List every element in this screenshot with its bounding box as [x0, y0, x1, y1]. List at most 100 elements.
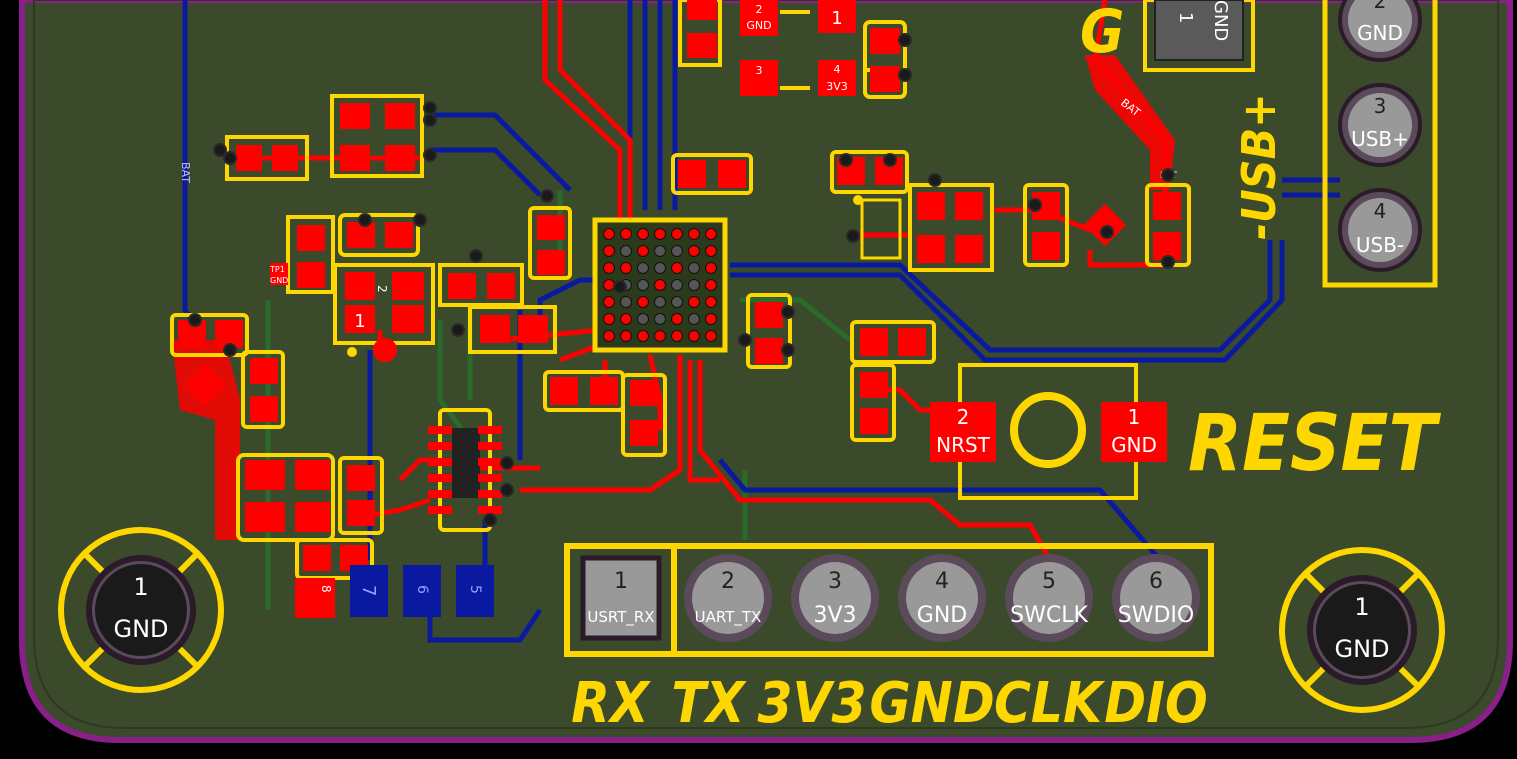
via	[188, 313, 202, 327]
reset-pad-nrst	[930, 402, 996, 462]
back-pad-7: 7	[358, 585, 379, 596]
header-pin-pad	[692, 562, 764, 634]
bga-ball	[603, 279, 615, 291]
bga-ball	[671, 296, 683, 308]
reg-pad-2	[740, 0, 778, 36]
header-pin-pad	[1013, 562, 1085, 634]
bga-ball	[688, 245, 700, 257]
tp-gnd-label: GND	[270, 276, 288, 285]
bga-ball	[603, 228, 615, 240]
mounting-hole-right[interactable]: 1 GND	[1279, 547, 1445, 713]
header-pin-num: 5	[1042, 569, 1056, 594]
via	[928, 173, 942, 187]
header-pin-pad	[1120, 562, 1192, 634]
hole-right-num: 1	[1354, 593, 1369, 621]
back-ic-label: 8	[319, 585, 333, 593]
reg-pad-1-num: 1	[831, 8, 842, 29]
bga-ball	[671, 245, 683, 257]
reset-switch[interactable]: 2 NRST 1 GND	[930, 363, 1167, 500]
via	[413, 213, 427, 227]
nrst-passives[interactable]	[850, 320, 936, 442]
bga-ball	[654, 279, 666, 291]
via	[781, 343, 795, 357]
bga-ball	[603, 262, 615, 274]
reg-pad-4-num: 4	[834, 63, 841, 76]
usb-header[interactable]: 2 GND 3 USB+ 4 USB-	[1322, 0, 1438, 288]
bga-ball	[654, 262, 666, 274]
header-pin-pad	[799, 562, 871, 634]
via	[883, 153, 897, 167]
header-pin-name: GND	[917, 603, 967, 628]
reset-pad-gnd-name: GND	[1111, 433, 1157, 457]
usb-pin-1-num: 2	[1374, 0, 1387, 13]
net-label-bat-left: BAT	[179, 162, 192, 183]
crystal-area[interactable]	[830, 150, 1191, 272]
header-pin-num: 1	[614, 569, 628, 594]
reg-pad-3-num: 3	[756, 64, 763, 77]
bga-ball	[688, 313, 700, 325]
bga-ball	[688, 262, 700, 274]
back-pads[interactable]: 7 6 5	[350, 565, 494, 617]
header-pin-name: 3V3	[813, 603, 856, 628]
bga-ball	[603, 313, 615, 325]
bga-ball	[620, 262, 632, 274]
bga-ball	[654, 330, 666, 342]
via	[846, 229, 860, 243]
reg-pad-2-num: 2	[756, 3, 763, 16]
reset-pad-nrst-num: 2	[957, 405, 970, 429]
bga-ball	[603, 245, 615, 257]
via	[738, 333, 752, 347]
bga-ball	[705, 313, 717, 325]
top-regulator[interactable]: 2 GND 1 3 4 3V3	[678, 0, 907, 99]
bga-ball	[688, 279, 700, 291]
via	[358, 213, 372, 227]
mounting-hole-left[interactable]: 1 GND	[58, 527, 224, 693]
bga-ball	[671, 262, 683, 274]
header-pin-name: SWCLK	[1010, 603, 1088, 628]
mcu-bga[interactable]	[528, 153, 792, 457]
via	[781, 305, 795, 319]
via	[1161, 255, 1175, 269]
via	[1161, 168, 1175, 182]
via	[469, 249, 483, 263]
battery-connector[interactable]: 1 GND	[1143, 0, 1255, 72]
board-substrate	[19, 0, 1513, 743]
via	[223, 151, 237, 165]
bga-ball	[637, 228, 649, 240]
silk-label-3v3: 3V3	[757, 671, 866, 736]
bga-ball	[637, 313, 649, 325]
bga-ball	[620, 245, 632, 257]
bga-ball	[688, 228, 700, 240]
header-pin-num: 3	[828, 569, 842, 594]
bga-ball	[705, 296, 717, 308]
via	[223, 343, 237, 357]
small-comp-num-2: 2	[375, 285, 389, 293]
via	[500, 456, 514, 470]
bga-ball	[671, 313, 683, 325]
header-pin-num: 4	[935, 569, 949, 594]
tp-label: TP1	[269, 265, 285, 274]
via	[898, 68, 912, 82]
via	[423, 148, 437, 162]
bga-ball	[688, 296, 700, 308]
bga-ball	[654, 296, 666, 308]
bga-ball	[705, 228, 717, 240]
via	[423, 101, 437, 115]
battery-protection[interactable]: 8	[170, 313, 384, 618]
vias	[188, 33, 1175, 527]
silk-reset-label: RESET	[1188, 399, 1441, 489]
via	[540, 189, 554, 203]
bga-ball	[654, 228, 666, 240]
reg-pad-3	[740, 60, 778, 96]
left-passives[interactable]: 1 2 TP1 GND	[225, 94, 557, 362]
via	[1100, 225, 1114, 239]
soic-chip[interactable]	[428, 408, 502, 532]
